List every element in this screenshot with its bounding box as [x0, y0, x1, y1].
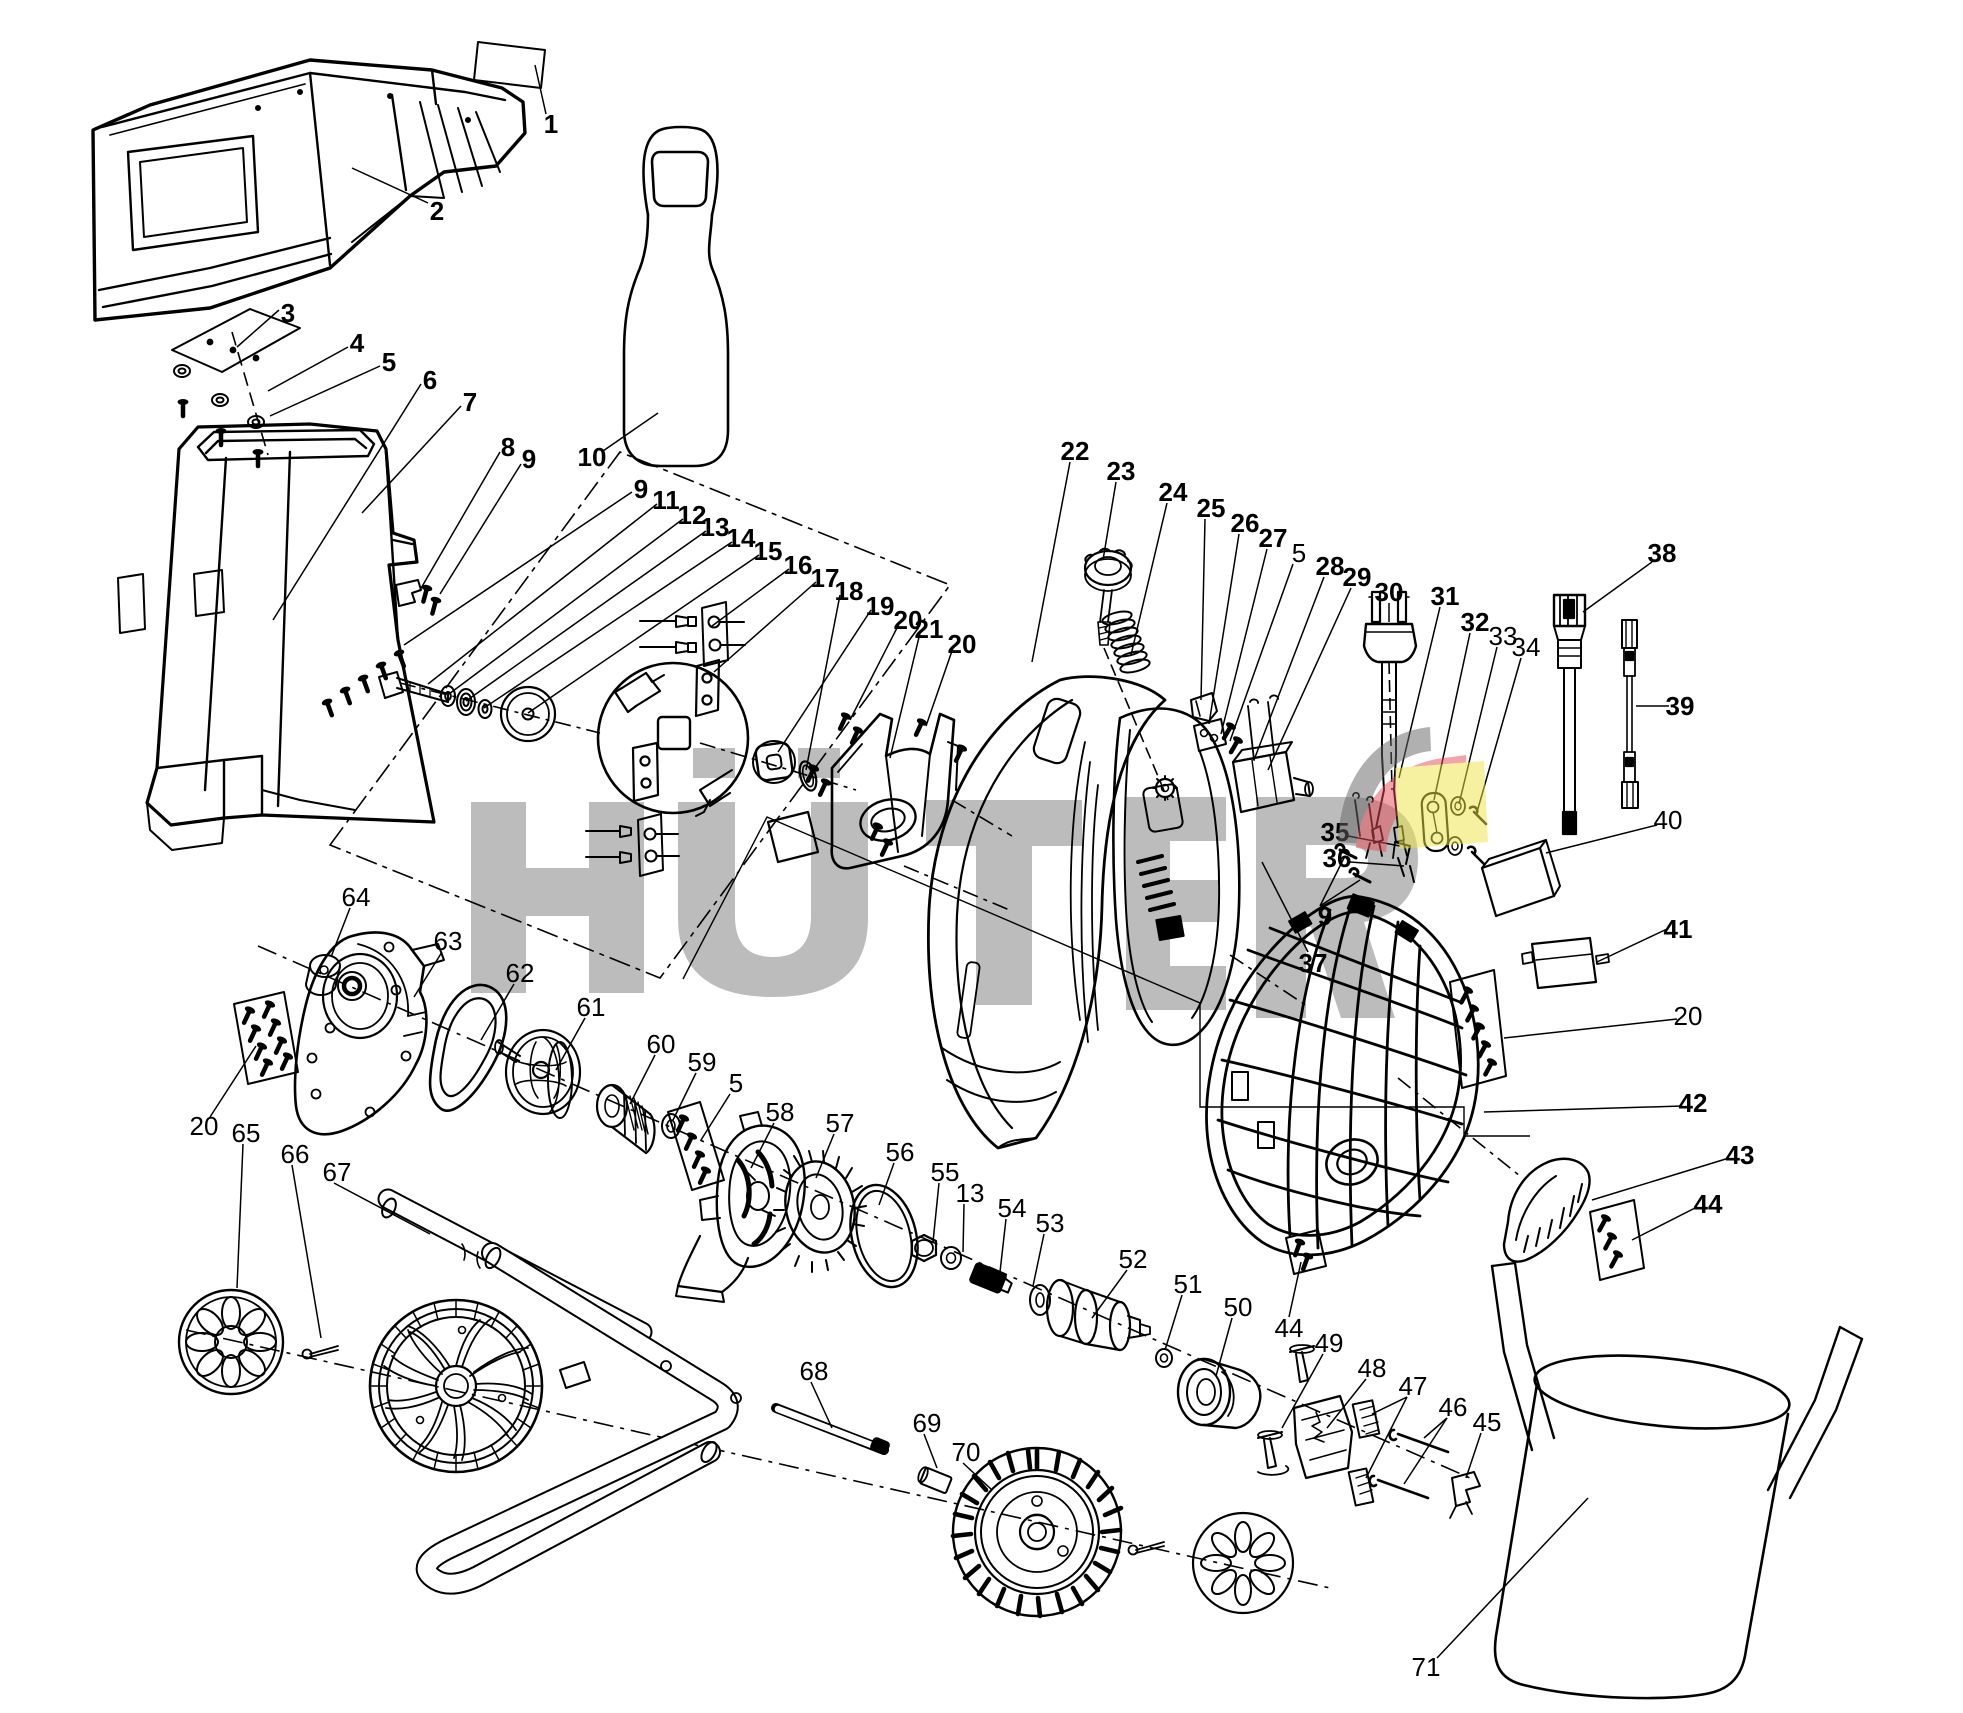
svg-text:67: 67 — [323, 1157, 352, 1187]
svg-text:38: 38 — [1648, 538, 1677, 568]
svg-text:25: 25 — [1197, 493, 1226, 523]
svg-text:31: 31 — [1431, 581, 1460, 611]
svg-text:5: 5 — [1292, 538, 1306, 568]
svg-text:24: 24 — [1159, 477, 1188, 507]
svg-text:40: 40 — [1654, 805, 1683, 835]
svg-text:14: 14 — [727, 523, 756, 553]
svg-text:28: 28 — [1316, 551, 1345, 581]
svg-text:37: 37 — [1299, 948, 1328, 978]
svg-text:54: 54 — [998, 1193, 1027, 1223]
svg-text:49: 49 — [1315, 1328, 1344, 1358]
svg-text:47: 47 — [1399, 1371, 1428, 1401]
svg-text:70: 70 — [952, 1437, 981, 1467]
svg-text:20: 20 — [190, 1111, 219, 1141]
svg-text:9: 9 — [634, 474, 648, 504]
svg-text:69: 69 — [913, 1408, 942, 1438]
svg-text:5: 5 — [729, 1068, 743, 1098]
svg-text:30: 30 — [1375, 577, 1404, 607]
svg-text:64: 64 — [342, 882, 371, 912]
svg-text:68: 68 — [800, 1356, 829, 1386]
svg-text:20: 20 — [948, 629, 977, 659]
svg-text:63: 63 — [434, 926, 463, 956]
svg-text:27: 27 — [1259, 523, 1288, 553]
svg-text:8: 8 — [501, 432, 515, 462]
svg-text:62: 62 — [506, 958, 535, 988]
svg-text:3: 3 — [281, 298, 295, 328]
svg-text:13: 13 — [956, 1178, 985, 1208]
svg-text:7: 7 — [463, 387, 477, 417]
svg-text:65: 65 — [232, 1118, 261, 1148]
svg-text:11: 11 — [652, 485, 680, 515]
svg-text:32: 32 — [1461, 607, 1490, 637]
svg-text:9: 9 — [522, 444, 536, 474]
svg-text:10: 10 — [578, 442, 607, 472]
svg-text:39: 39 — [1666, 691, 1695, 721]
svg-text:46: 46 — [1439, 1392, 1468, 1422]
svg-text:36: 36 — [1323, 843, 1352, 873]
svg-text:6: 6 — [423, 365, 437, 395]
svg-text:20: 20 — [1674, 1001, 1703, 1031]
svg-text:44: 44 — [1694, 1189, 1723, 1219]
svg-text:55: 55 — [931, 1157, 960, 1187]
svg-text:45: 45 — [1473, 1407, 1502, 1437]
svg-text:26: 26 — [1231, 508, 1260, 538]
svg-text:57: 57 — [826, 1108, 855, 1138]
svg-text:51: 51 — [1174, 1269, 1203, 1299]
svg-text:44: 44 — [1275, 1313, 1304, 1343]
svg-text:18: 18 — [835, 576, 864, 606]
svg-text:42: 42 — [1679, 1088, 1708, 1118]
svg-text:71: 71 — [1412, 1652, 1441, 1682]
svg-text:16: 16 — [784, 550, 813, 580]
svg-text:1: 1 — [544, 109, 558, 139]
svg-text:56: 56 — [886, 1137, 915, 1167]
svg-text:60: 60 — [647, 1029, 676, 1059]
svg-text:15: 15 — [754, 536, 783, 566]
svg-text:53: 53 — [1036, 1208, 1065, 1238]
svg-text:13: 13 — [701, 512, 730, 542]
svg-text:61: 61 — [577, 992, 606, 1022]
svg-text:19: 19 — [866, 591, 895, 621]
svg-text:9: 9 — [1318, 901, 1332, 931]
svg-text:29: 29 — [1343, 562, 1372, 592]
svg-text:20: 20 — [894, 605, 923, 635]
svg-text:50: 50 — [1224, 1292, 1253, 1322]
svg-text:43: 43 — [1726, 1140, 1755, 1170]
svg-text:5: 5 — [382, 347, 396, 377]
svg-text:22: 22 — [1061, 436, 1090, 466]
svg-text:34: 34 — [1512, 632, 1541, 662]
svg-text:2: 2 — [430, 196, 444, 226]
svg-text:12: 12 — [678, 500, 707, 530]
svg-text:48: 48 — [1358, 1353, 1387, 1383]
svg-text:66: 66 — [281, 1139, 310, 1169]
svg-text:21: 21 — [915, 614, 944, 644]
svg-text:33: 33 — [1489, 621, 1518, 651]
svg-text:41: 41 — [1664, 914, 1693, 944]
svg-text:4: 4 — [350, 328, 365, 358]
svg-text:17: 17 — [811, 563, 840, 593]
svg-text:23: 23 — [1107, 456, 1136, 486]
svg-text:58: 58 — [766, 1097, 795, 1127]
svg-text:52: 52 — [1119, 1244, 1148, 1274]
svg-text:59: 59 — [688, 1047, 717, 1077]
